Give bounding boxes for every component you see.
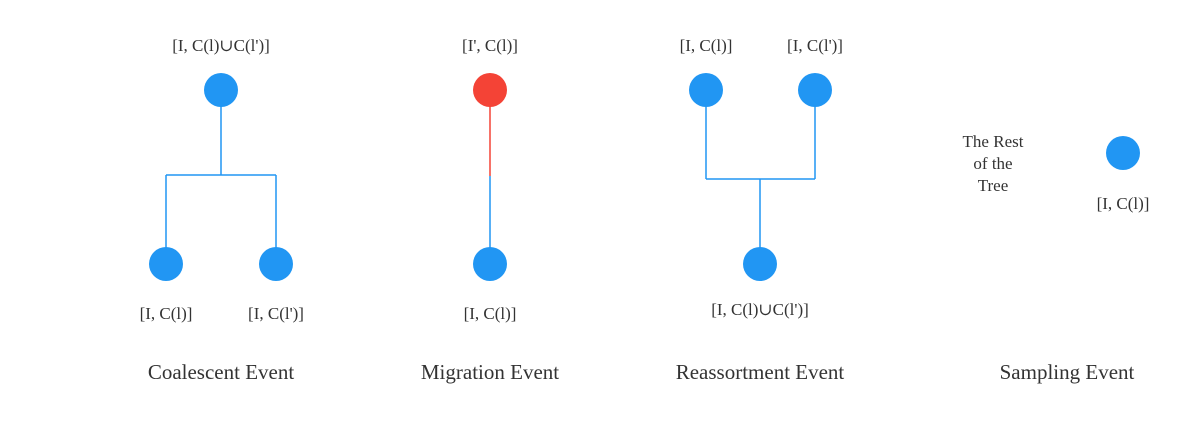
migration-top-label: [I', C(l)] (462, 36, 518, 55)
reassortment-left-node (689, 73, 723, 107)
coalescent-right-node (259, 247, 293, 281)
migration-top-node (473, 73, 507, 107)
reassortment-right-label: [I, C(l')] (787, 36, 843, 55)
coalescent-parent-node (204, 73, 238, 107)
reassortment-bottom-node (743, 247, 777, 281)
migration-bottom-node (473, 247, 507, 281)
coalescent-title: Coalescent Event (147, 360, 295, 384)
migration-title: Migration Event (420, 360, 560, 384)
sampling-node (1106, 136, 1140, 170)
reassortment-right-node (798, 73, 832, 107)
sampling-title: Sampling Event (999, 360, 1135, 384)
rest-of-tree-line-1: The Rest (962, 132, 1024, 151)
rest-of-tree-text: The Rest of the Tree (948, 131, 1038, 197)
coalescent-right-label: [I, C(l')] (248, 304, 304, 323)
coalescent-top-label: [I, C(l)∪C(l')] (172, 36, 270, 55)
rest-of-tree-line-3: Tree (977, 176, 1009, 195)
reassortment-left-label: [I, C(l)] (679, 36, 733, 55)
sampling-node-label: [I, C(l)] (1096, 194, 1150, 213)
nodes (149, 73, 1140, 281)
coalescent-left-node (149, 247, 183, 281)
coalescent-edges (165, 105, 277, 248)
coalescent-left-label: [I, C(l)] (139, 304, 193, 323)
reassortment-title: Reassortment Event (675, 360, 845, 384)
rest-of-tree-line-2: of the (973, 154, 1013, 173)
reassortment-bottom-label: [I, C(l)∪C(l')] (711, 300, 809, 319)
migration-bottom-label: [I, C(l)] (463, 304, 517, 323)
reassortment-edges (705, 105, 816, 248)
